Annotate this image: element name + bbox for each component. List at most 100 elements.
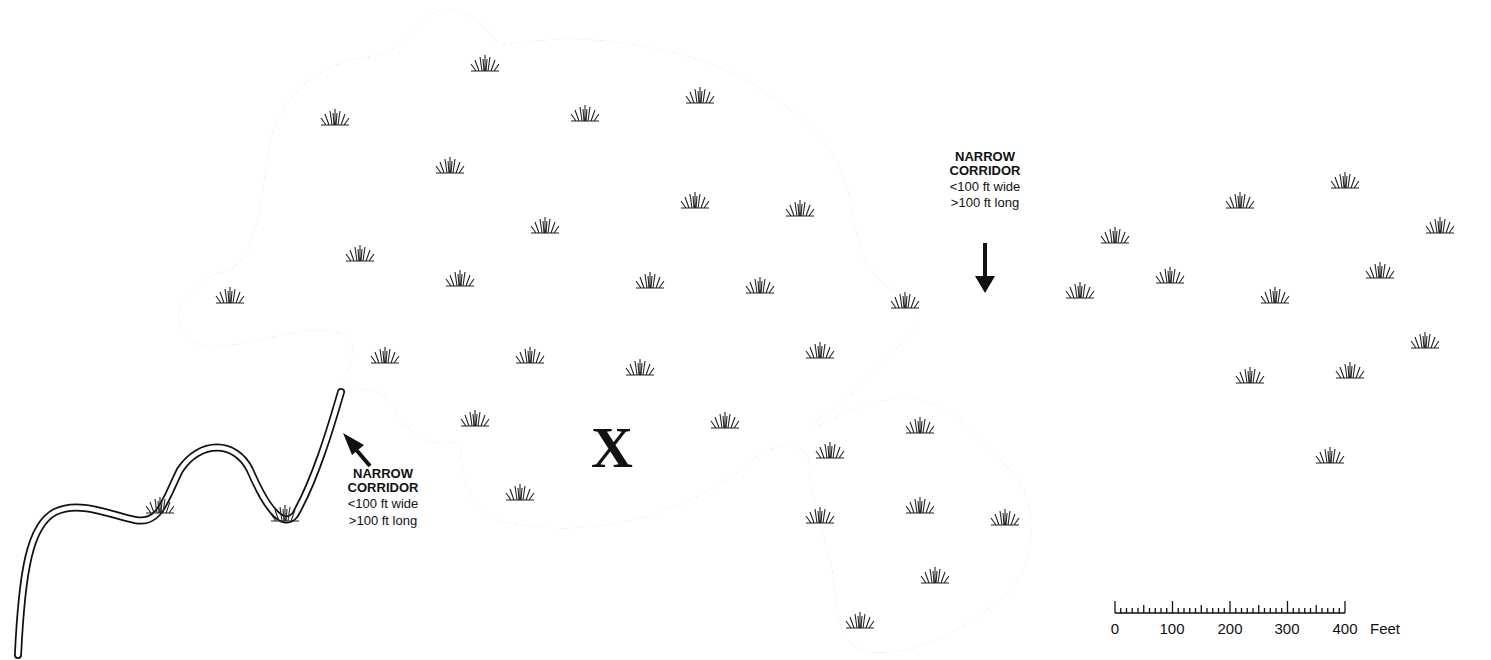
scale-tick [1126, 608, 1127, 613]
grass-tuft [271, 505, 299, 521]
grass-tuft [446, 270, 474, 286]
grass-tuft [686, 87, 714, 103]
grass-tuft [1336, 362, 1364, 378]
scale-number: 200 [1217, 621, 1242, 637]
scale-tick [1327, 608, 1328, 613]
scale-tick [1120, 608, 1121, 613]
scale-tick [1310, 608, 1311, 613]
scale-tick [1275, 608, 1276, 613]
grass-tuft [746, 277, 774, 293]
callout-heading: NARROW CORRIDOR [942, 150, 1028, 177]
grass-tuft [436, 157, 464, 173]
scale-tick [1270, 608, 1271, 613]
grass-tuft [921, 567, 949, 583]
scale-tick [1195, 608, 1196, 613]
scale-tick [1304, 608, 1305, 613]
grass-tuft [786, 200, 814, 216]
callout-note: <100 ft wide [346, 497, 420, 511]
grass-tuft [636, 272, 664, 288]
grass-tuft [1331, 172, 1359, 188]
scale-tick [1201, 605, 1202, 613]
scale-number: 100 [1159, 621, 1184, 637]
scale-tick [1149, 608, 1150, 613]
grass-tuft [1236, 367, 1264, 383]
grass-tufts [146, 55, 1454, 628]
grass-tuft [321, 109, 349, 125]
callout-arrows [343, 243, 995, 466]
scale-tick [1293, 608, 1294, 613]
scale-tick [1247, 608, 1248, 613]
scale-tick [1132, 608, 1133, 613]
scale-tick [1137, 608, 1138, 613]
scale-tick [1183, 608, 1184, 613]
scale-tick [1258, 605, 1259, 613]
grass-tuft [571, 105, 599, 121]
scale-tick [1229, 601, 1230, 613]
scale-bar [1115, 601, 1345, 613]
grass-tuft [906, 497, 934, 513]
grass-tuft [1426, 217, 1454, 233]
stream [18, 392, 341, 655]
scale-tick [1224, 608, 1225, 613]
scale-tick [1155, 608, 1156, 613]
scale-tick [1252, 608, 1253, 613]
grass-tuft [1261, 287, 1289, 303]
grass-tuft [626, 359, 654, 375]
grass-tuft [471, 55, 499, 71]
scale-tick [1298, 608, 1299, 613]
callout-note: <100 ft wide [950, 180, 1020, 194]
scale-tick [1339, 608, 1340, 613]
scale-tick [1114, 601, 1115, 613]
grass-tuft [906, 417, 934, 433]
grass-tuft [146, 497, 174, 513]
grass-tuft [1411, 332, 1439, 348]
grass-tuft [681, 192, 709, 208]
grass-tuft [516, 347, 544, 363]
grass-tuft [891, 292, 919, 308]
scale-tick [1321, 608, 1322, 613]
scale-tick [1344, 601, 1345, 613]
grass-tuft [346, 245, 374, 261]
scale-tick [1281, 608, 1282, 613]
grass-tuft [1316, 447, 1344, 463]
scale-tick [1235, 608, 1236, 613]
grass-tuft [531, 217, 559, 233]
scale-tick [1241, 608, 1242, 613]
scale-unit: Feet [1370, 621, 1400, 637]
grass-tuft [711, 412, 739, 428]
grass-tuft [846, 612, 874, 628]
scale-tick [1333, 608, 1334, 613]
callout-note: >100 ft long [347, 514, 419, 528]
grass-tuft [1226, 192, 1254, 208]
scale-tick [1316, 605, 1317, 613]
scale-tick [1218, 608, 1219, 613]
callout-note: >100 ft long [951, 196, 1019, 210]
scale-tick [1264, 608, 1265, 613]
grass-tuft [506, 484, 534, 500]
scale-tick [1206, 608, 1207, 613]
scale-tick [1172, 601, 1173, 613]
scale-tick [1189, 608, 1190, 613]
grass-tuft [461, 410, 489, 426]
grass-tuft [991, 509, 1019, 525]
callout-heading: NARROW CORRIDOR [338, 467, 428, 494]
scale-tick [1212, 608, 1213, 613]
grass-tuft [1101, 227, 1129, 243]
scale-tick [1160, 608, 1161, 613]
scale-tick [1178, 608, 1179, 613]
scale-tick [1143, 605, 1144, 613]
scale-number: 0 [1111, 621, 1119, 637]
grass-tuft [806, 342, 834, 358]
area-marker: X [591, 418, 633, 479]
grass-tuft [1066, 282, 1094, 298]
scale-tick [1287, 601, 1288, 613]
grass-tuft [371, 347, 399, 363]
grass-tuft [216, 287, 244, 303]
scale-tick [1166, 608, 1167, 613]
grass-tuft [806, 507, 834, 523]
scale-number: 400 [1332, 621, 1357, 637]
grass-tuft [1156, 267, 1184, 283]
scale-number: 300 [1274, 621, 1299, 637]
grass-tuft [816, 442, 844, 458]
